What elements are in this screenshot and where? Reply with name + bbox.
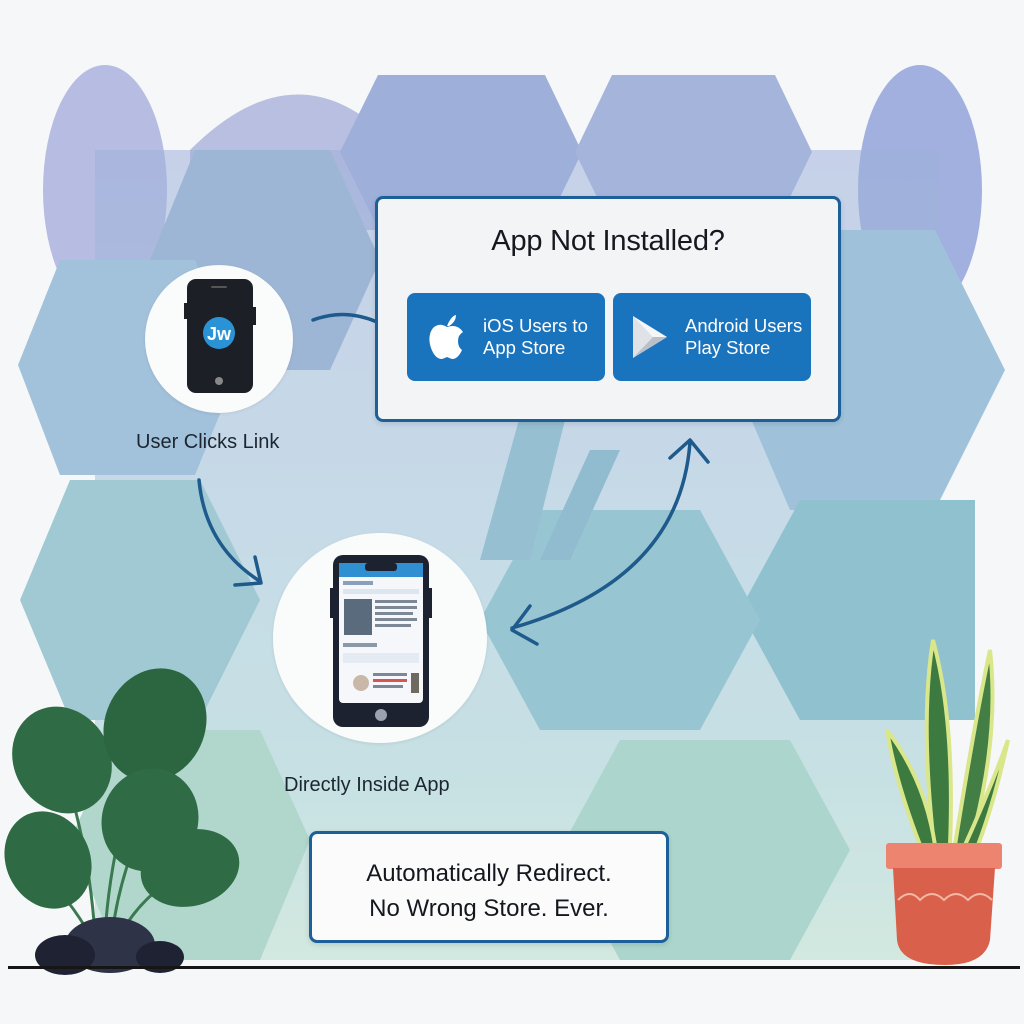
tagline-text: Automatically Redirect. No Wrong Store. …	[366, 860, 612, 922]
tagline-panel: Automatically Redirect. No Wrong Store. …	[309, 831, 669, 943]
arrow-to-app	[197, 478, 260, 582]
android-button-text: Android Users Play Store	[685, 315, 803, 358]
smartphone-with-app-logo-icon: Jw	[184, 279, 256, 393]
snake-plant	[885, 639, 1010, 965]
app-not-installed-panel: App Not Installed? iOS Users to App Stor…	[375, 196, 841, 422]
user-click-circle: Jw	[145, 265, 293, 413]
double-arrow	[510, 440, 692, 630]
ios-button-text: iOS Users to App Store	[483, 315, 588, 358]
directly-inside-app-label: Directly Inside App	[284, 774, 450, 796]
floor-line	[8, 966, 1020, 969]
google-play-icon	[633, 316, 667, 358]
inside-app-circle	[273, 533, 487, 743]
monstera-plant	[4, 668, 240, 975]
svg-text:Jw: Jw	[207, 324, 232, 344]
ios-app-store-button[interactable]: iOS Users to App Store	[407, 293, 605, 381]
user-clicks-link-label: User Clicks Link	[136, 431, 280, 453]
apple-icon	[429, 315, 463, 359]
connector-line	[311, 312, 379, 324]
panel-title: App Not Installed?	[491, 225, 725, 257]
android-play-store-button[interactable]: Android Users Play Store	[613, 293, 811, 381]
smartphone-with-open-app-icon	[330, 555, 432, 727]
